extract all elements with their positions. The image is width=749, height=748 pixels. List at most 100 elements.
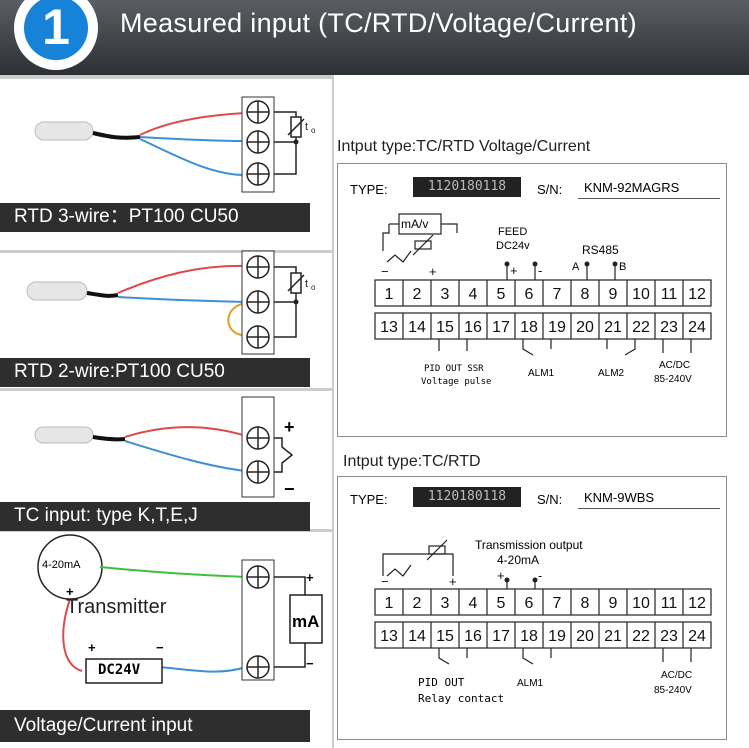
terminal-1: 1 <box>385 286 394 303</box>
terminal-12: 12 <box>688 595 706 612</box>
vc-plus: + <box>306 570 314 585</box>
terminal-5: 5 <box>497 286 506 303</box>
terminal-23: 23 <box>660 319 678 336</box>
panel1-power: 85-240V <box>654 374 692 385</box>
svg-text:o: o <box>311 283 316 292</box>
separator <box>0 250 334 253</box>
dc24v-label: DC24V <box>98 662 141 678</box>
supply-plus: + <box>88 640 96 655</box>
terminal-1: 1 <box>385 595 394 612</box>
panel1-dc24v: DC24v <box>496 240 530 252</box>
polarity-mark: + <box>510 263 518 278</box>
terminal-16: 16 <box>464 319 482 336</box>
panel1-b: B <box>619 261 627 273</box>
supply-minus: − <box>156 640 164 655</box>
tc-probe <box>34 426 94 444</box>
polarity-mark: - <box>538 263 542 278</box>
polarity-mark: + <box>497 568 505 583</box>
terminal-10: 10 <box>632 595 650 612</box>
tc-label: TC input: type K,T,E,J <box>0 502 310 531</box>
terminal-24: 24 <box>688 319 706 336</box>
terminal-4: 4 <box>469 286 478 303</box>
terminal-7: 7 <box>553 286 562 303</box>
panel2-ma-range: 4-20mA <box>497 553 540 567</box>
terminal-6: 6 <box>525 286 534 303</box>
transmitter-label: Transmitter <box>66 596 167 618</box>
rtd2-label: RTD 2-wire:PT100 CU50 <box>0 358 310 387</box>
vc-label: Voltage/Current input <box>0 710 310 742</box>
rtd3-label: RTD 3-wire：PT100 CU50 <box>0 203 310 232</box>
terminal-18: 18 <box>520 319 538 336</box>
terminal-13: 13 <box>380 628 398 645</box>
panel1-type-value: 1120180118 <box>413 177 521 197</box>
terminal-8: 8 <box>581 595 590 612</box>
terminal-21: 21 <box>604 628 622 645</box>
terminal-22: 22 <box>632 628 650 645</box>
tc-plus: + <box>284 417 295 437</box>
terminal-21: 21 <box>604 319 622 336</box>
terminal-20: 20 <box>576 319 594 336</box>
terminal-15: 15 <box>436 319 454 336</box>
rtd2-probe <box>26 281 88 301</box>
terminal-20: 20 <box>576 628 594 645</box>
panel1-sn-label: S/N: <box>537 182 563 197</box>
terminal-2: 2 <box>413 595 422 612</box>
ma-meter <box>289 594 323 644</box>
panel2-sn-label: S/N: <box>537 492 563 507</box>
panel1-type-label: TYPE: <box>350 182 388 197</box>
panel1-alm2: ALM2 <box>598 368 625 379</box>
ma-meter-label: mA <box>292 612 320 631</box>
panel2-alm1: ALM1 <box>517 678 544 689</box>
terminal-24: 24 <box>688 628 706 645</box>
vc-minus: − <box>306 656 314 671</box>
terminal-17: 17 <box>492 319 510 336</box>
polarity-mark: - <box>538 568 542 583</box>
svg-text:o: o <box>311 126 316 135</box>
rtd3-probe <box>34 121 94 141</box>
terminal-9: 9 <box>609 595 618 612</box>
panel2-transmission: Transmission output <box>475 538 583 552</box>
terminal-10: 10 <box>632 286 650 303</box>
panel1-model: KNM-92MAGRS <box>578 178 720 199</box>
terminal-12: 12 <box>688 286 706 303</box>
transmitter-plus: + <box>66 584 74 599</box>
svg-text:t: t <box>305 278 308 290</box>
panel2-type-label: TYPE: <box>350 492 388 507</box>
dc24v-box <box>85 658 163 684</box>
polarity-mark: − <box>381 574 389 589</box>
page-title: Measured input (TC/RTD/Voltage/Current) <box>120 8 637 38</box>
terminal-13: 13 <box>380 319 398 336</box>
tc-diagram <box>34 396 294 498</box>
terminal-15: 15 <box>436 628 454 645</box>
terminal-17: 17 <box>492 628 510 645</box>
panel2-pid-out: PID OUT <box>418 676 465 689</box>
terminal-23: 23 <box>660 628 678 645</box>
terminal-9: 9 <box>609 286 618 303</box>
svg-text:t: t <box>305 121 308 133</box>
panel2-power: 85-240V <box>654 685 692 696</box>
terminal-6: 6 <box>525 595 534 612</box>
terminal-16: 16 <box>464 628 482 645</box>
tc-minus: − <box>284 479 295 499</box>
panel1-box <box>337 163 727 437</box>
panel1-a: A <box>572 261 580 273</box>
panel1-feed: FEED <box>498 226 528 238</box>
terminal-11: 11 <box>661 286 678 303</box>
polarity-mark: + <box>449 574 457 589</box>
terminal-14: 14 <box>408 628 426 645</box>
separator <box>0 388 334 391</box>
terminal-19: 19 <box>548 628 566 645</box>
panel1-pid-out: PID OUT SSR <box>424 364 484 374</box>
panel1-acdc: AC/DC <box>659 360 691 371</box>
panel2-acdc: AC/DC <box>661 670 693 681</box>
panel2-model: KNM-9WBS <box>578 488 720 509</box>
terminal-19: 19 <box>548 319 566 336</box>
terminal-4: 4 <box>469 595 478 612</box>
vc-diagram <box>37 534 323 684</box>
terminal-2: 2 <box>413 286 422 303</box>
terminal-8: 8 <box>581 286 590 303</box>
